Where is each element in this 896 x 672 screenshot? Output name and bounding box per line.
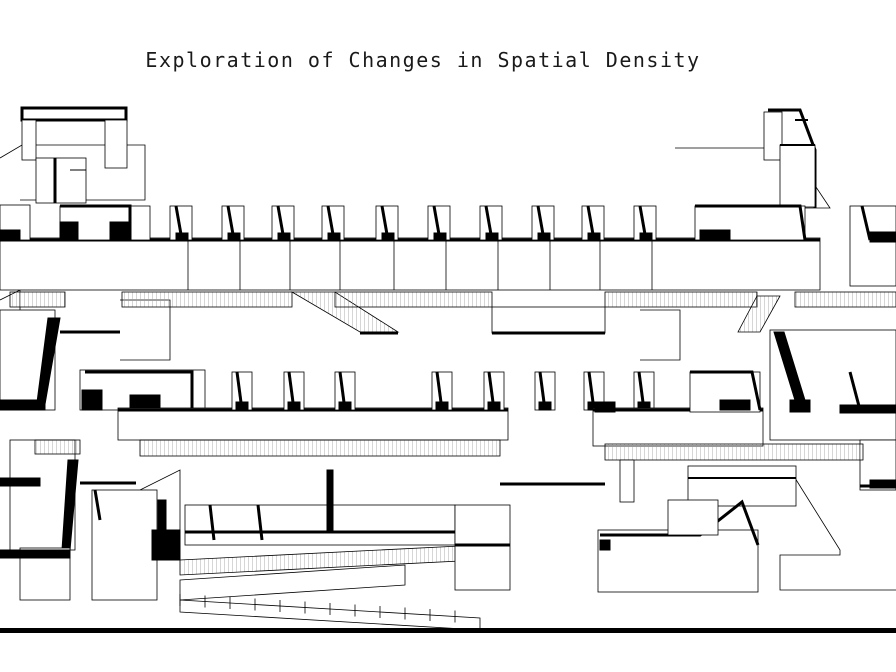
block-top-right xyxy=(763,108,817,208)
unit-block xyxy=(435,401,449,411)
unit-block xyxy=(537,232,551,241)
lower-left-cluster xyxy=(91,469,511,631)
right-stack xyxy=(769,329,896,491)
unit-block xyxy=(487,401,501,411)
unit-block xyxy=(587,232,601,241)
block-top-left xyxy=(20,106,128,204)
unit-block xyxy=(538,401,552,411)
lower-right-cluster xyxy=(597,465,797,593)
unit-block xyxy=(287,401,301,411)
unit-block xyxy=(327,232,341,241)
left-stack xyxy=(0,309,81,601)
figure-title: Exploration of Changes in Spatial Densit… xyxy=(145,48,701,72)
upper-walkway xyxy=(9,291,896,335)
lower-walkway xyxy=(80,439,896,503)
unit-block xyxy=(338,401,352,411)
unit-block xyxy=(277,232,291,241)
unit-block xyxy=(485,232,499,241)
base-line xyxy=(0,628,896,633)
middle-unit-row xyxy=(79,369,764,447)
upper-unit-row xyxy=(0,204,896,291)
unit-block xyxy=(433,232,447,241)
unit-block xyxy=(639,232,653,241)
unit-block xyxy=(227,232,241,241)
unit-block xyxy=(381,232,395,241)
unit-block xyxy=(175,232,189,241)
unit-block xyxy=(235,401,249,411)
